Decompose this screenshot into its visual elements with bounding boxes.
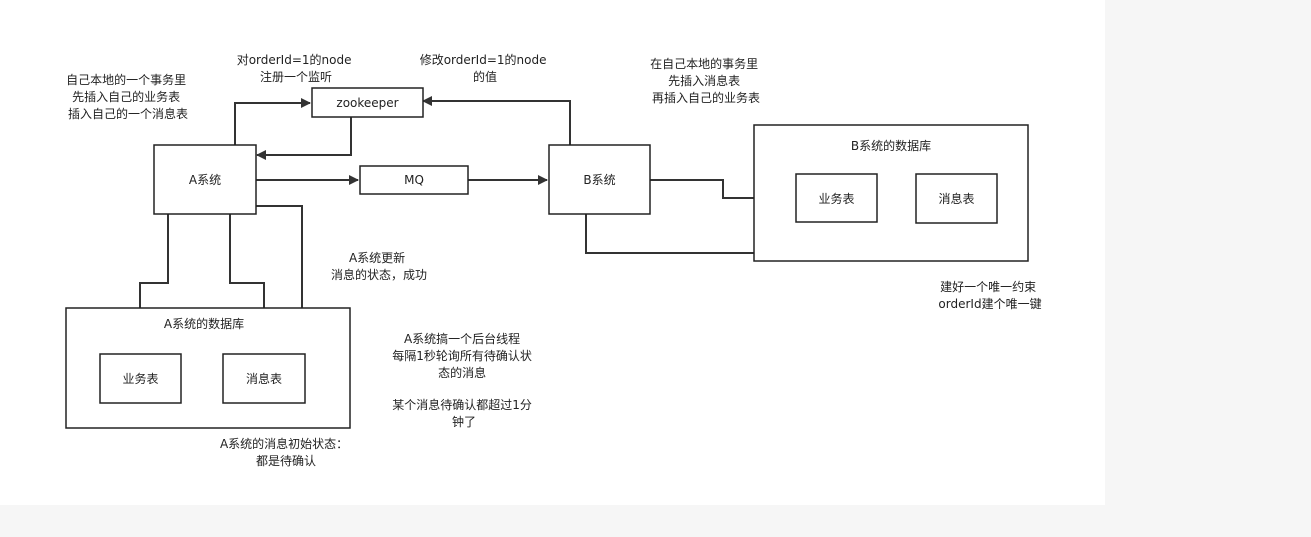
note-b-local-transaction: 在自己本地的事务里 先插入消息表 再插入自己的业务表: [650, 56, 762, 105]
arrow-a-update-status: [256, 205, 307, 353]
b-system-node: B系统: [548, 144, 651, 215]
note-a-local-transaction: 自己本地的一个事务里 先插入自己的业务表 插入自己的一个消息表: [66, 72, 190, 121]
a-biz-table-label: 业务表: [122, 371, 158, 386]
zookeeper-node: zookeeper: [311, 87, 424, 118]
arrow-b-to-zookeeper: [422, 96, 571, 145]
b-system-label: B系统: [583, 173, 615, 187]
a-system-label: A系统: [189, 173, 221, 187]
arrow-zookeeper-to-a: [256, 117, 352, 160]
note-b-unique-constraint: 建好一个唯一约束 orderId建个唯一键: [938, 279, 1041, 311]
note-a-initial-status: A系统的消息初始状态： 都是待确认: [220, 436, 352, 468]
zookeeper-label: zookeeper: [336, 96, 398, 110]
b-biz-table-node: 业务表: [795, 173, 878, 223]
note-a-update-status: A系统更新 消息的状态，成功: [331, 250, 427, 282]
a-msg-table-label: 消息表: [246, 371, 282, 386]
note-a-background-poll: A系统搞一个后台线程 每隔1秒轮询所有待确认状 态的消息 某个消息待确认都超过1…: [392, 331, 535, 429]
a-msg-table-node: 消息表: [222, 353, 306, 404]
b-database-title: B系统的数据库: [851, 138, 931, 153]
note-zk-modify-node: 修改orderId=1的node 的值: [420, 52, 551, 84]
note-zk-register-listener: 对orderId=1的node 注册一个监听: [237, 52, 356, 84]
arrow-a-to-zookeeper: [234, 98, 311, 145]
a-database-title: A系统的数据库: [164, 316, 244, 331]
mq-node: MQ: [359, 165, 469, 195]
b-msg-table-node: 消息表: [915, 173, 998, 224]
b-msg-table-label: 消息表: [938, 191, 974, 206]
mq-label: MQ: [404, 173, 424, 187]
a-system-node: A系统: [153, 144, 257, 215]
a-biz-table-node: 业务表: [99, 353, 182, 404]
b-biz-table-label: 业务表: [818, 191, 854, 206]
